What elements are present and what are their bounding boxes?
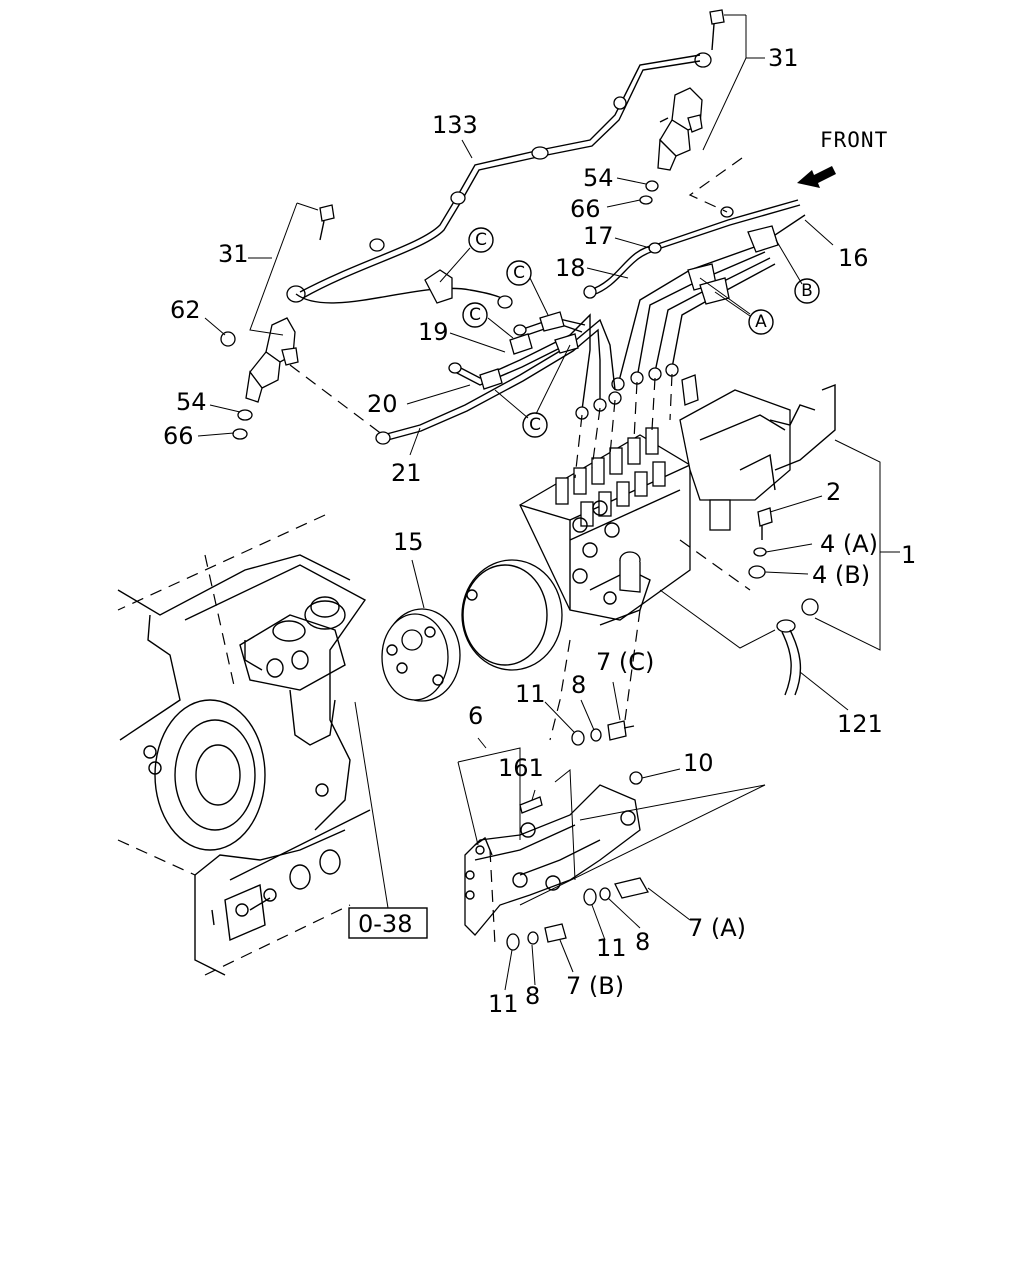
engine-block-drawing bbox=[117, 514, 371, 976]
circle-marker-a: A bbox=[748, 309, 774, 335]
front-arrow-icon bbox=[797, 166, 836, 188]
callout-8: 8 bbox=[571, 671, 586, 699]
reference-box-label: 0-38 bbox=[358, 910, 412, 938]
callout-31: 31 bbox=[768, 44, 799, 72]
callout-10: 10 bbox=[683, 749, 714, 777]
callout-66: 66 bbox=[570, 195, 601, 223]
callout-11: 11 bbox=[515, 680, 546, 708]
svg-text:C: C bbox=[513, 263, 525, 283]
coupling-part-15 bbox=[381, 608, 461, 702]
callout-133: 133 bbox=[432, 111, 478, 139]
callout-11: 11 bbox=[488, 990, 519, 1018]
callout-15: 15 bbox=[393, 528, 424, 556]
callout-62: 62 bbox=[170, 296, 201, 324]
callout-161: 161 bbox=[498, 754, 544, 782]
front-label: FRONT bbox=[820, 128, 888, 152]
circle-marker-c: C bbox=[522, 412, 548, 438]
pump-bolt-part-2 bbox=[748, 507, 773, 579]
callout-121: 121 bbox=[837, 710, 883, 738]
injection-pipes bbox=[295, 54, 806, 445]
callout-18: 18 bbox=[555, 254, 586, 282]
delivery-valves bbox=[555, 427, 666, 527]
circle-marker-c: C bbox=[462, 302, 488, 328]
bracket-hardware bbox=[506, 720, 649, 951]
return-pipe-part-121 bbox=[776, 598, 819, 696]
svg-text:C: C bbox=[529, 415, 541, 435]
callout-1: 1 bbox=[901, 541, 916, 569]
callout-54: 54 bbox=[583, 164, 614, 192]
pin-part-161 bbox=[519, 796, 543, 814]
callout-4a: 4 (A) bbox=[820, 530, 878, 558]
circle-marker-c: C bbox=[468, 227, 494, 253]
callout-20: 20 bbox=[367, 390, 398, 418]
callout-31: 31 bbox=[218, 240, 249, 268]
circle-marker-b: B bbox=[794, 278, 820, 304]
callout-4b: 4 (B) bbox=[812, 561, 870, 589]
svg-text:B: B bbox=[801, 281, 813, 301]
callout-7a: 7 (A) bbox=[688, 914, 746, 942]
callout-6: 6 bbox=[468, 702, 483, 730]
circle-markers: A B C C C C bbox=[462, 227, 820, 438]
callout-7b: 7 (B) bbox=[566, 972, 624, 1000]
svg-text:A: A bbox=[755, 312, 767, 332]
callout-17: 17 bbox=[583, 222, 614, 250]
callout-8: 8 bbox=[525, 982, 540, 1010]
injection-pump-part-1 bbox=[461, 374, 836, 671]
callout-66: 66 bbox=[163, 422, 194, 450]
dashed-assembly-lines bbox=[289, 157, 751, 946]
svg-text:C: C bbox=[469, 305, 481, 325]
callout-8: 8 bbox=[635, 928, 650, 956]
front-indicator: FRONT bbox=[797, 128, 888, 188]
callout-labels: 31 133 54 66 17 18 16 31 62 19 20 54 66 … bbox=[163, 44, 916, 1018]
circle-marker-c: C bbox=[506, 260, 532, 286]
reference-box: 0-38 bbox=[348, 907, 428, 939]
callout-19: 19 bbox=[418, 318, 449, 346]
leader-lines bbox=[197, 14, 900, 991]
callout-2: 2 bbox=[826, 478, 841, 506]
pump-bracket-part-6 bbox=[464, 784, 641, 936]
svg-text:C: C bbox=[475, 230, 487, 250]
callout-21: 21 bbox=[391, 459, 422, 487]
injector-upper-part-31 bbox=[639, 9, 725, 205]
callout-54: 54 bbox=[176, 388, 207, 416]
callout-16: 16 bbox=[838, 244, 869, 272]
callout-11: 11 bbox=[596, 934, 627, 962]
callout-7c: 7 (C) bbox=[596, 648, 654, 676]
